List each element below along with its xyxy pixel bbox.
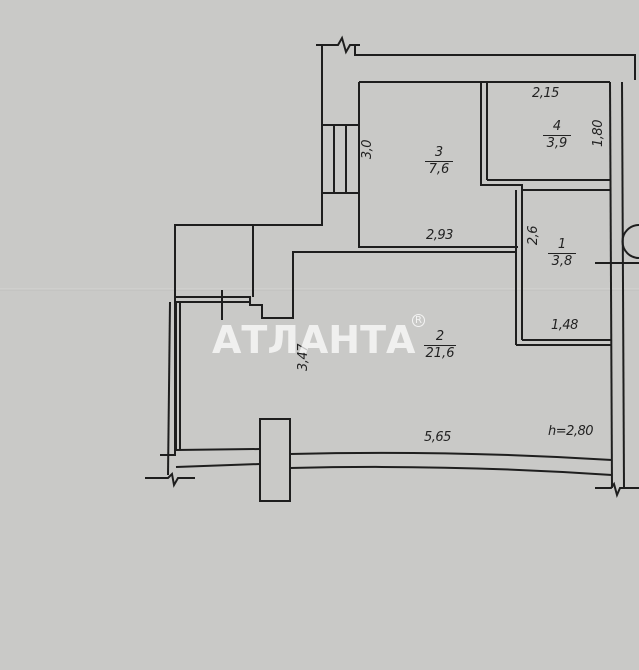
room-area: 21,6: [425, 346, 455, 361]
room-area: 7,6: [428, 162, 450, 177]
room-area: 3,8: [551, 254, 573, 269]
dim-room1-height: 2,6: [526, 225, 542, 246]
dim-room1-width: 1,48: [551, 318, 578, 333]
room-number: 3: [434, 145, 444, 160]
dim-room4-height: 1,80: [590, 120, 606, 147]
dim-room3-width: 2,93: [426, 228, 453, 243]
paper-fold: [0, 288, 639, 291]
watermark-logo: АТЛАНТА: [212, 318, 416, 362]
room-2-label: 2 21,6: [424, 330, 456, 361]
dim-room3-height: 3,0: [360, 139, 376, 160]
dim-room4-width: 2,15: [532, 86, 559, 101]
registered-mark-icon: R: [412, 314, 425, 327]
room-1-label: 1 3,8: [548, 238, 576, 269]
room-number: 1: [557, 237, 567, 252]
room-4-label: 4 3,9: [543, 120, 571, 151]
room-number: 4: [552, 119, 562, 134]
ceiling-height: h=2,80: [548, 424, 594, 439]
room-number: 2: [435, 329, 445, 344]
room-area: 3,9: [546, 136, 568, 151]
room-3-label: 3 7,6: [425, 146, 453, 177]
dim-room2-width: 5,65: [424, 430, 451, 445]
